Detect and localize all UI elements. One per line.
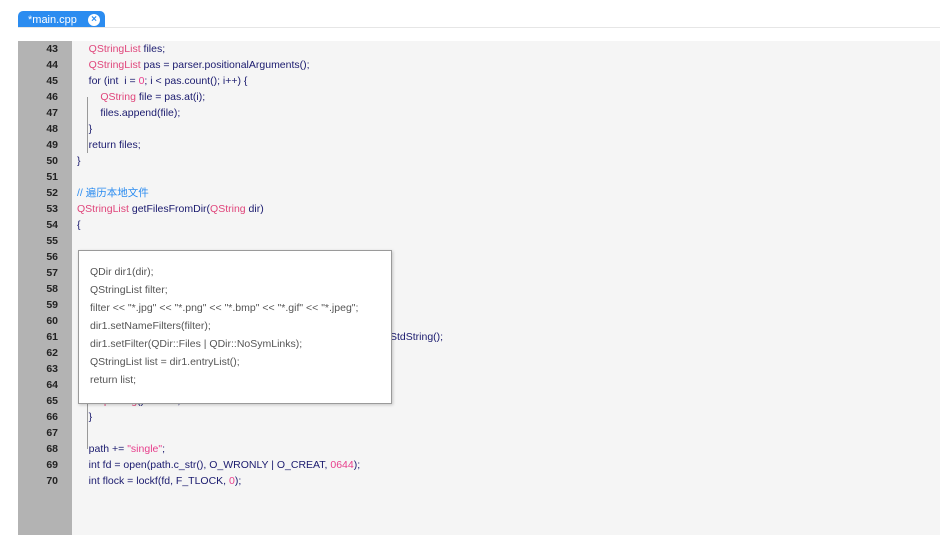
code-text: QString file = pas.at(i); xyxy=(100,91,206,103)
code-text: } xyxy=(77,411,93,423)
line-number: 57 xyxy=(46,267,58,279)
popup-code-line: dir1.setNameFilters(filter); xyxy=(90,320,211,332)
line-number: 59 xyxy=(46,299,58,311)
line-number: 43 xyxy=(46,43,58,55)
line-number: 62 xyxy=(46,347,58,359)
line-number: 63 xyxy=(46,363,58,375)
code-line[interactable]: 67 xyxy=(18,425,940,441)
line-number: 47 xyxy=(46,107,58,119)
popup-code-line: dir1.setFilter(QDir::Files | QDir::NoSym… xyxy=(90,338,303,350)
line-number-gutter xyxy=(18,41,72,535)
code-line[interactable]: 70 int flock = lockf(fd, F_TLOCK, 0); xyxy=(18,473,940,489)
code-line[interactable]: 48 } xyxy=(18,121,940,137)
line-number: 53 xyxy=(46,203,58,215)
code-text: // 遍历本地文件 xyxy=(77,187,149,199)
code-text: int flock = lockf(fd, F_TLOCK, 0); xyxy=(77,475,242,487)
line-number: 65 xyxy=(46,395,58,407)
line-number: 56 xyxy=(46,251,58,263)
popup-code-line: QStringList list = dir1.entryList(); xyxy=(90,356,240,368)
code-text: QStringList pas = parser.positionalArgum… xyxy=(88,59,310,71)
code-line[interactable]: 68 path += "single"; xyxy=(18,441,940,457)
code-line[interactable]: 50} xyxy=(18,153,940,169)
close-icon[interactable]: × xyxy=(88,13,100,26)
line-number: 60 xyxy=(46,315,58,327)
code-text: QStringList files; xyxy=(88,43,166,55)
line-number: 52 xyxy=(46,187,58,199)
line-number: 64 xyxy=(46,379,58,391)
code-text: files.append(file); xyxy=(77,107,181,119)
code-text: path += "single"; xyxy=(77,443,166,455)
popup-code-line: QStringList filter; xyxy=(90,284,168,296)
code-text: } xyxy=(77,155,81,167)
code-line[interactable]: 55 xyxy=(18,233,940,249)
indent-guide xyxy=(87,97,88,153)
line-number: 67 xyxy=(46,427,58,439)
code-line[interactable]: 59 xyxy=(18,297,940,313)
line-number: 48 xyxy=(46,123,58,135)
code-line[interactable]: 62 xyxy=(18,345,940,361)
code-line[interactable]: 60 xyxy=(18,313,940,329)
code-line[interactable]: 47 files.append(file); xyxy=(18,105,940,121)
code-text: } xyxy=(77,123,93,135)
tab-bar: *main.cpp × xyxy=(0,0,940,28)
popup-code-line: filter << "*.jpg" << "*.png" << "*.bmp" … xyxy=(90,302,359,314)
code-line[interactable]: 46 QString file = pas.at(i); xyxy=(18,89,940,105)
line-number: 44 xyxy=(46,59,58,71)
line-number: 68 xyxy=(46,443,58,455)
line-number: 54 xyxy=(46,219,58,231)
code-line[interactable]: 49 return files; xyxy=(18,137,940,153)
line-number: 69 xyxy=(46,459,58,471)
code-line[interactable]: 66 } xyxy=(18,409,940,425)
code-text: return files; xyxy=(77,139,141,151)
line-number: 50 xyxy=(46,155,58,167)
code-line[interactable]: 45 for (int i = 0; i < pas.count(); i++)… xyxy=(18,73,940,89)
line-number: 49 xyxy=(46,139,58,151)
code-line[interactable]: 63 xyxy=(18,361,940,377)
code-line[interactable]: 43 QStringList files; xyxy=(18,41,940,57)
line-number: 70 xyxy=(46,475,58,487)
code-line[interactable]: 54 { xyxy=(18,217,940,233)
line-number: 61 xyxy=(46,331,58,343)
tab-divider xyxy=(18,27,940,28)
code-preview-popup: QDir dir1(dir); QStringList filter; filter… xyxy=(78,250,392,404)
code-text: QStringList getFilesFromDir(QString dir) xyxy=(77,203,264,215)
popup-code-line: QDir dir1(dir); xyxy=(90,266,154,278)
code-line[interactable]: 58 xyxy=(18,281,940,297)
line-number: 46 xyxy=(46,91,58,103)
popup-code-line: return list; xyxy=(90,374,137,386)
code-line[interactable]: 69 int fd = open(path.c_str(), O_WRONLY … xyxy=(18,457,940,473)
code-line[interactable]: 52 // 遍历本地文件 xyxy=(18,185,940,201)
code-text: { xyxy=(77,219,81,231)
indent-guide xyxy=(87,401,88,449)
line-number: 45 xyxy=(46,75,58,87)
code-text: int fd = open(path.c_str(), O_WRONLY | O… xyxy=(77,459,361,471)
line-number: 58 xyxy=(46,283,58,295)
code-line[interactable]: 57 xyxy=(18,265,940,281)
tab-label: *main.cpp xyxy=(28,13,77,26)
code-line[interactable]: 56 xyxy=(18,249,940,265)
code-text: for (int i = 0; i < pas.count(); i++) { xyxy=(77,75,248,87)
line-number: 51 xyxy=(46,171,58,183)
line-number: 55 xyxy=(46,235,58,247)
line-number: 66 xyxy=(46,411,58,423)
code-line[interactable]: 44 QStringList pas = parser.positionalAr… xyxy=(18,57,940,73)
tab-main-cpp[interactable]: *main.cpp × xyxy=(18,11,105,28)
code-line[interactable]: 53 QStringList getFilesFromDir(QString di… xyxy=(18,201,940,217)
code-line[interactable]: 51 xyxy=(18,169,940,185)
